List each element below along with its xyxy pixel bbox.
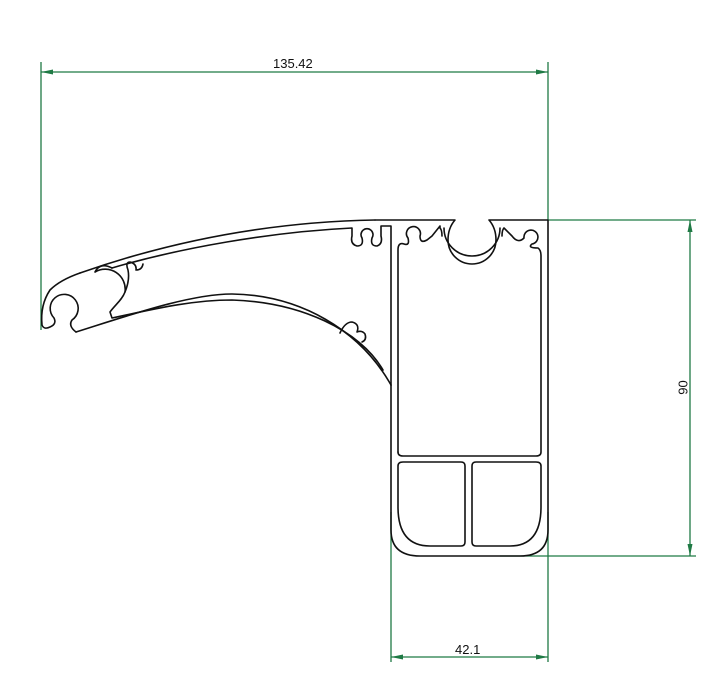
dimension-height [500, 219, 696, 557]
arrow-left-icon [391, 654, 403, 660]
dimension-base-width [390, 512, 549, 662]
box-chamber-lower-right [471, 461, 542, 547]
arrow-right-icon [536, 69, 548, 75]
box-chamber-upper [397, 225, 542, 457]
arrow-down-icon [687, 544, 693, 556]
dimension-overall-width [40, 62, 549, 330]
box-chamber-lower-left [397, 461, 466, 547]
arrow-right-icon [536, 654, 548, 660]
dimension-label-overall-width: 135.42 [273, 56, 313, 71]
dimension-label-height: 90 [675, 380, 691, 395]
dimension-label-base-width: 42.1 [455, 642, 481, 657]
arm-inner-channel [94, 225, 392, 386]
arrow-left-icon [41, 69, 53, 75]
arrow-up-icon [687, 220, 693, 232]
